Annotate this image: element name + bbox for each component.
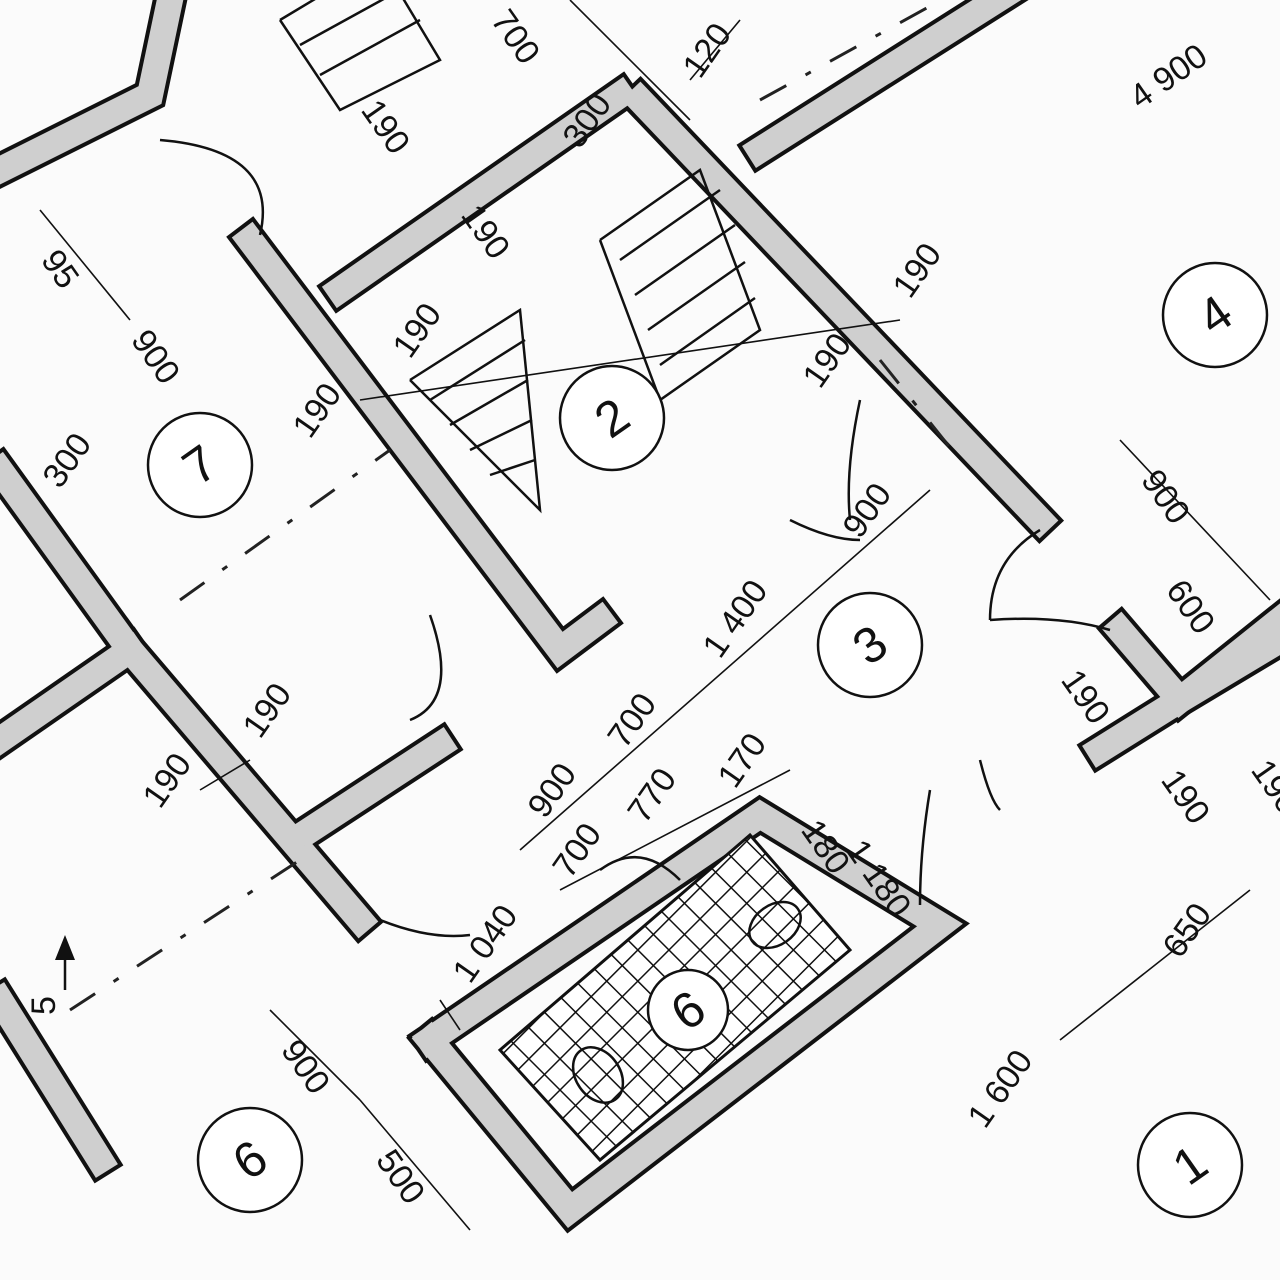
dim-label: 1 600 [960,1043,1040,1135]
toilet-icon [571,1046,625,1104]
dim-label: 300 [35,426,99,494]
dim-label: 900 [123,323,187,391]
dim-label: 600 [1158,573,1222,641]
dimension-lines [39,0,1271,1231]
room-4-label: 4 [1161,261,1269,369]
dim-label: 700 [483,3,547,71]
section-mark: 5 [25,935,75,1015]
dim-label: 4 900 [1123,37,1215,117]
dim-label: 190 [353,93,417,161]
dim-label: 190 [385,296,449,364]
room-labels: 1 2 3 4 6 7 9 [146,261,1269,1219]
dim-label: 190 [885,236,949,304]
dim-label: 120 [675,16,739,84]
dim-label: 190 [235,676,299,744]
section-arrow-icon [55,935,75,960]
dim-label: 95 [33,243,86,296]
dim-label: 500 [368,1143,432,1211]
room-7-label: 7 [146,411,254,519]
doors [159,138,1111,938]
dim-label: 900 [1133,463,1197,531]
room-2-label: 2 [558,364,666,472]
walls [0,0,1280,1234]
dim-label: 170 [710,726,774,794]
beam-lines [69,0,962,1012]
dim-label: 1 400 [695,573,775,665]
svg-text:5: 5 [25,996,63,1015]
dim-label: 770 [620,761,684,829]
dim-label: 190 [1153,763,1217,831]
stairs [278,0,762,514]
room-3-label: 3 [816,591,924,699]
dim-label: 700 [600,686,664,754]
dim-label: 190 [1053,663,1117,731]
dim-label: 900 [835,476,899,544]
dim-label: 650 [1155,896,1219,964]
dim-label: 900 [273,1033,337,1101]
dim-label: 700 [545,816,609,884]
dim-label: 190 [135,746,199,814]
dim-label: 190 [1243,753,1280,821]
room-1-label: 1 [1136,1111,1244,1219]
sink-icon [748,900,802,950]
room-9-label: 9 [646,968,730,1052]
dim-label: 900 [520,756,584,824]
room-6-label: 6 [196,1106,304,1214]
